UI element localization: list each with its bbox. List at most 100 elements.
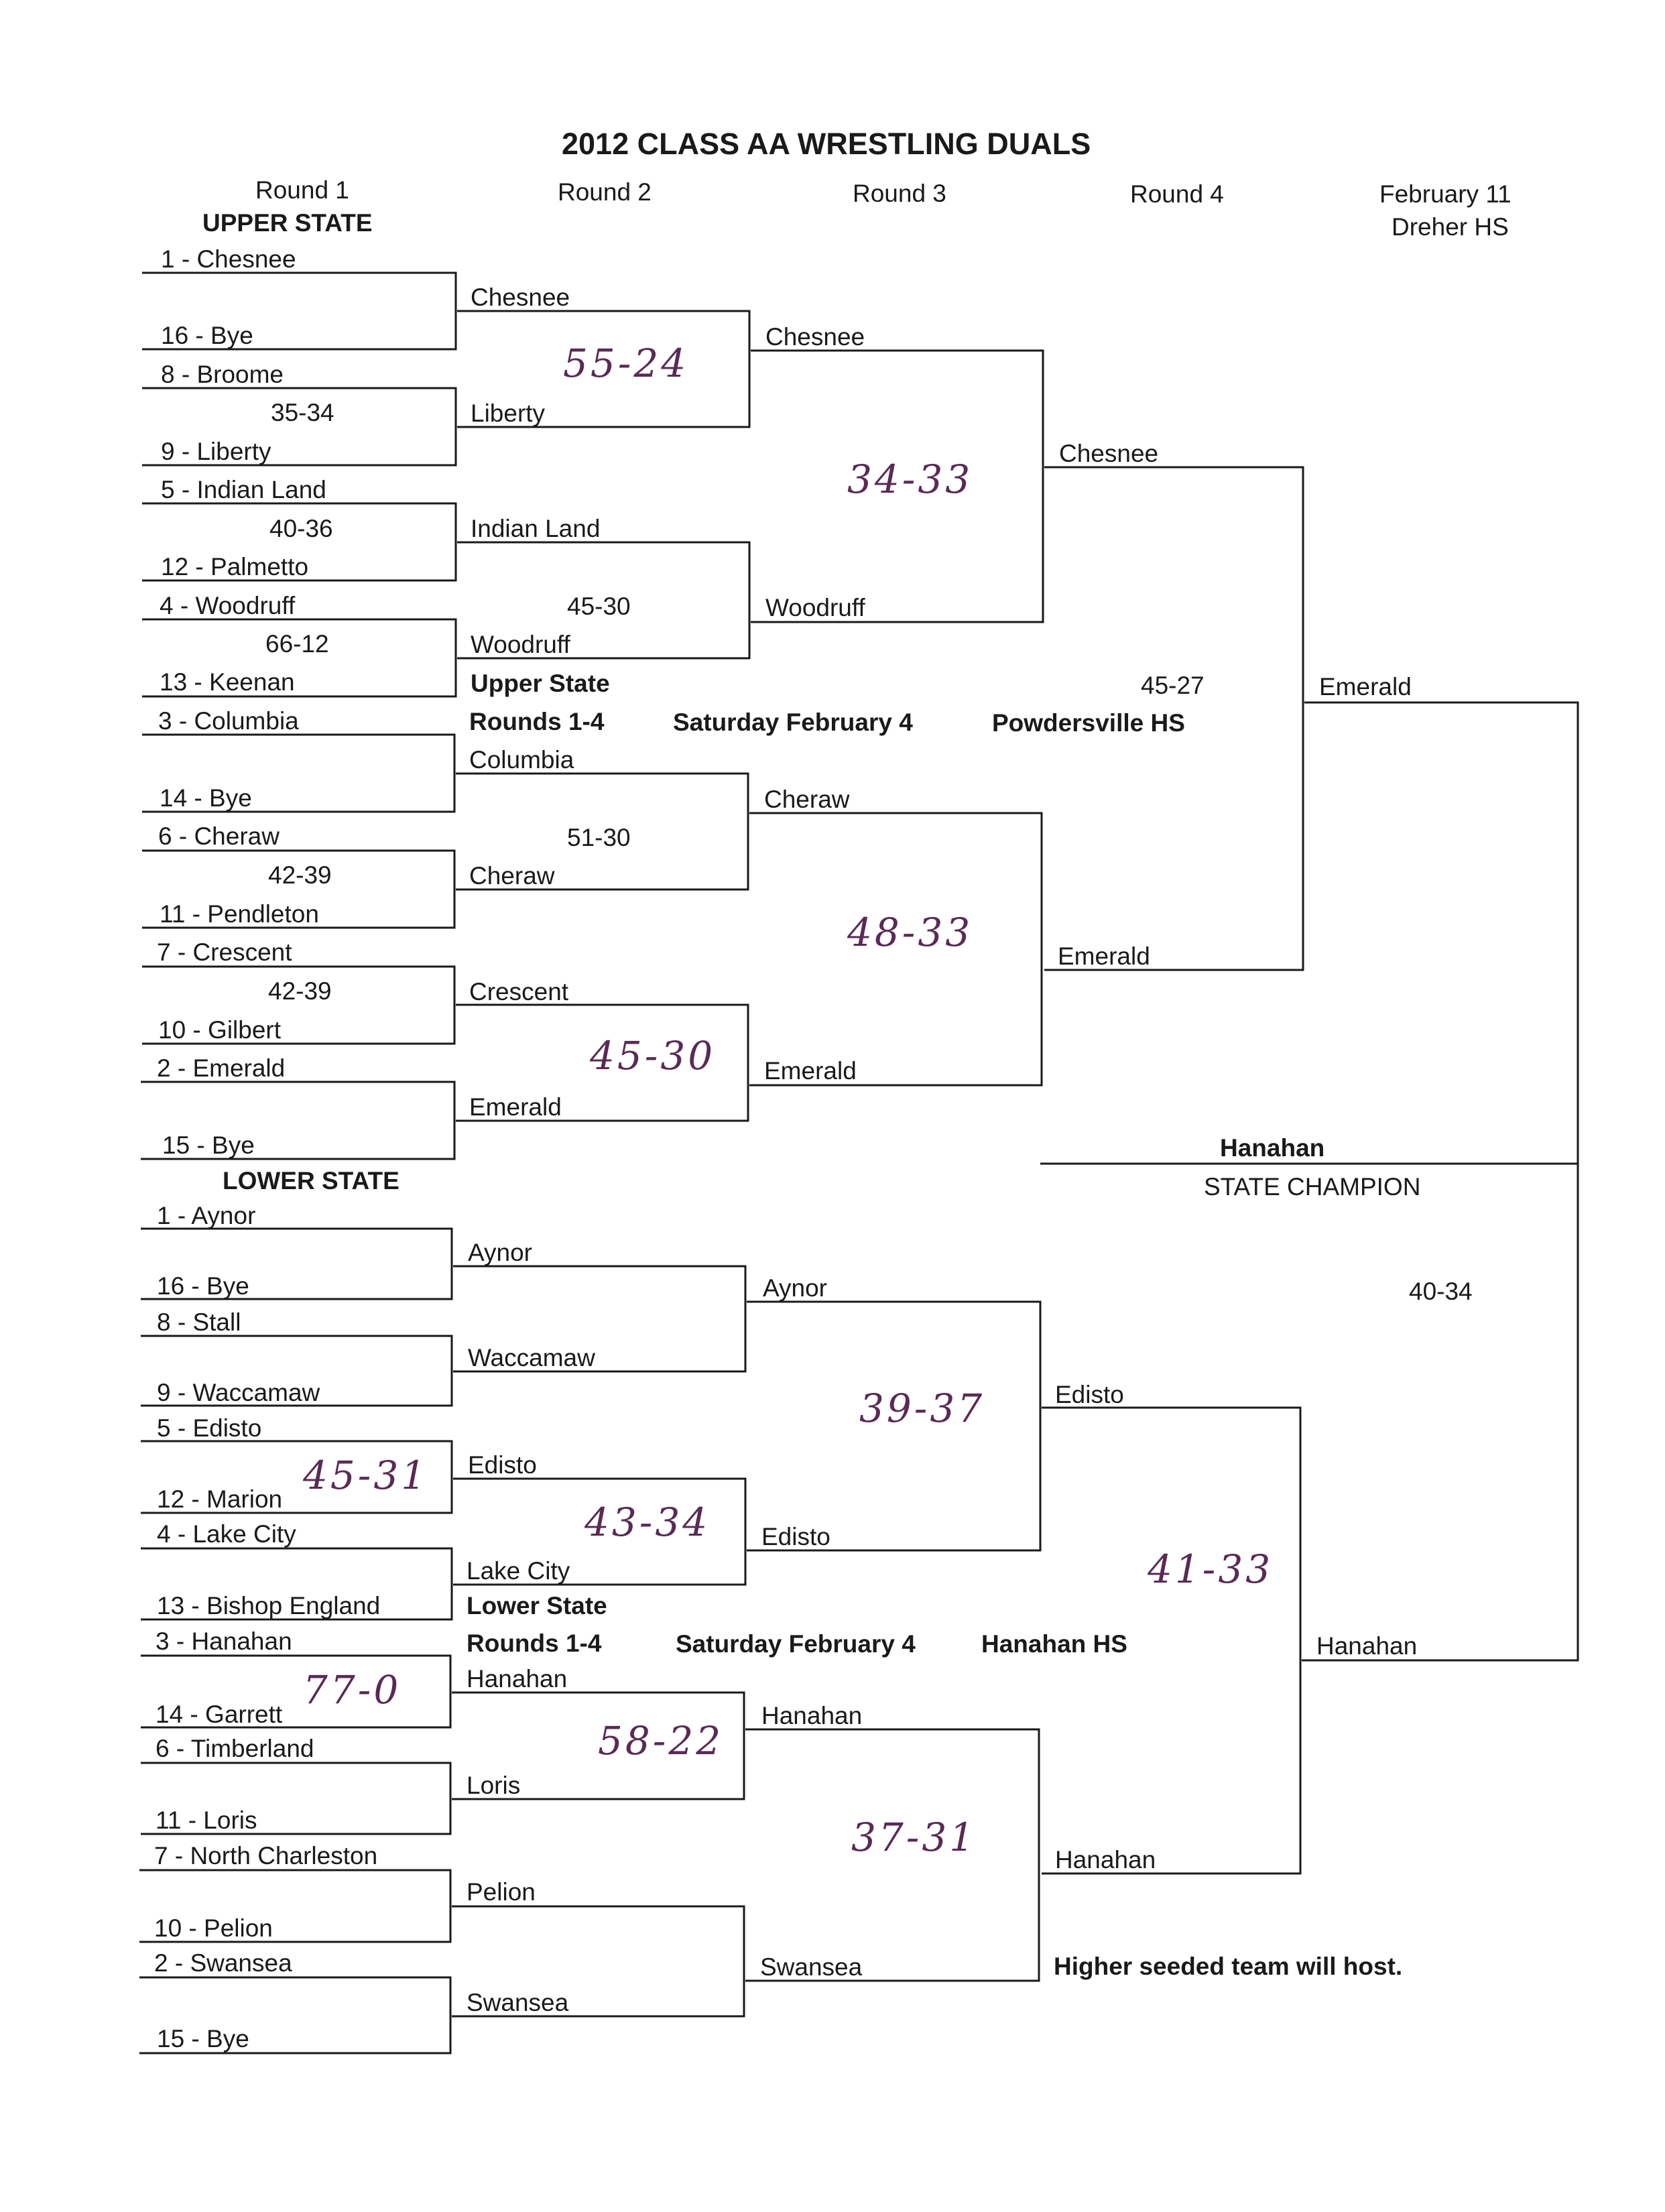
lower-r2-team: Swansea	[467, 1989, 569, 2016]
lower-r1-team: 5 - Edisto	[157, 1414, 262, 1442]
lower-r1-team: 11 - Loris	[156, 1806, 257, 1834]
upper-r1-team: 2 - Emerald	[157, 1054, 286, 1082]
upper-r1-team: 11 - Pendleton	[160, 900, 319, 928]
bracket-connector	[141, 1654, 452, 1729]
lower-r2-team: Loris	[467, 1772, 521, 1799]
lower-state-label: LOWER STATE	[223, 1167, 399, 1194]
bracket-connector	[452, 1691, 745, 1800]
upper-r2-team: Emerald	[469, 1093, 562, 1121]
bracket-connector	[142, 502, 457, 582]
lower-r1-team: 4 - Lake City	[157, 1520, 296, 1548]
upper-r1-team: 13 - Keenan	[160, 668, 295, 696]
bracket-connector	[457, 541, 751, 660]
bracket-connector	[745, 1728, 1040, 1982]
lower-r2-team: Pelion	[467, 1878, 536, 1906]
lower-r1-team: 9 - Waccamaw	[157, 1379, 320, 1406]
upper-r1-team: 15 - Bye	[162, 1131, 255, 1159]
upper-r1-team: 4 - Woodruff	[160, 592, 296, 619]
lower-r1-handwritten-score: 45-31	[303, 1453, 429, 1498]
lower-r3-team: Edisto	[761, 1523, 830, 1550]
upper-r2-team: Crescent	[469, 978, 569, 1005]
bracket-connector	[141, 1335, 453, 1407]
lower-info-date: Saturday February 4	[676, 1630, 916, 1658]
upper-r4-team: Emerald	[1058, 942, 1150, 970]
champion-label: STATE CHAMPION	[1204, 1173, 1421, 1201]
bracket-connector	[142, 849, 456, 929]
upper-r1-score: 35-34	[271, 399, 334, 426]
upper-r1-team: 6 - Cheraw	[158, 822, 280, 850]
lower-info-region: Lower State	[467, 1592, 607, 1619]
bracket-connector	[749, 812, 1043, 1087]
upper-r1-score: 66-12	[265, 630, 329, 658]
lower-r1-team: 15 - Bye	[157, 2025, 249, 2052]
upper-r3-team: Cheraw	[764, 786, 850, 813]
upper-info-rounds: Rounds 1-4	[469, 708, 605, 735]
bracket-connector	[142, 618, 457, 698]
upper-r2-handwritten-score: 55-24	[563, 341, 689, 386]
upper-r1-team: 12 - Palmetto	[161, 553, 309, 580]
bracket-connector	[457, 310, 751, 428]
lower-r3-handwritten-score: 37-31	[851, 1815, 977, 1860]
bracket-connector	[1044, 466, 1304, 971]
bracket-connector	[456, 1003, 749, 1122]
upper-r3-handwritten-score: 48-33	[847, 910, 973, 955]
lower-r1-team: 13 - Bishop England	[157, 1592, 381, 1619]
upper-r2-team: Indian Land	[471, 515, 601, 542]
bracket-connector	[142, 387, 457, 467]
lower-r2-handwritten-score: 43-34	[584, 1499, 711, 1545]
round-2-header: Round 2	[558, 178, 652, 206]
round-1-header: Round 1	[255, 176, 349, 204]
upper-r4-team: Chesnee	[1059, 440, 1159, 467]
bracket-connector	[142, 271, 457, 351]
bracket-connector	[456, 772, 749, 891]
bracket-connector	[452, 1905, 745, 2018]
lower-r3-team: Hanahan	[761, 1702, 863, 1729]
upper-info-region: Upper State	[471, 670, 610, 697]
lower-r2-handwritten-score: 58-22	[598, 1718, 724, 1764]
upper-r1-score: 42-39	[268, 861, 332, 889]
upper-r1-team: 10 - Gilbert	[158, 1016, 282, 1044]
lower-r1-team: 12 - Marion	[157, 1485, 283, 1513]
upper-r3-handwritten-score: 34-33	[847, 456, 973, 502]
upper-r1-team: 9 - Liberty	[161, 438, 271, 465]
lower-r4-team: Hanahan	[1055, 1846, 1156, 1873]
bracket-connector	[141, 1081, 456, 1160]
lower-r1-team: 14 - Garrett	[156, 1701, 283, 1728]
lower-finalist: Hanahan	[1316, 1632, 1418, 1660]
upper-r1-team: 3 - Columbia	[158, 707, 299, 735]
upper-r2-team: Columbia	[469, 746, 574, 774]
bracket-connector	[453, 1265, 747, 1373]
champion-name: Hanahan	[1220, 1134, 1325, 1162]
upper-r4-score: 45-27	[1141, 672, 1205, 699]
upper-r1-score: 42-39	[268, 977, 332, 1005]
upper-r1-team: 14 - Bye	[160, 784, 252, 812]
lower-r2-team: Hanahan	[467, 1665, 568, 1693]
upper-state-label: UPPER STATE	[202, 209, 373, 237]
bracket-connector	[141, 1762, 452, 1835]
bracket-connector	[1302, 701, 1579, 1662]
upper-r3-team: Emerald	[764, 1057, 857, 1085]
lower-r3-handwritten-score: 39-37	[859, 1386, 985, 1431]
upper-r2-team: Liberty	[471, 400, 546, 427]
lower-r2-team: Aynor	[468, 1239, 532, 1266]
bracket-connector	[141, 1227, 453, 1300]
round-4-header: Round 4	[1130, 180, 1224, 208]
upper-r1-team: 7 - Crescent	[157, 938, 292, 966]
lower-r4-team: Edisto	[1055, 1381, 1124, 1408]
bracket-connector	[453, 1477, 747, 1586]
bracket-connector	[747, 1300, 1042, 1552]
upper-r3-team: Woodruff	[765, 594, 865, 621]
bracket-connector	[1042, 1406, 1302, 1875]
final-site: Dreher HS	[1392, 213, 1509, 241]
bracket-connector	[141, 1547, 453, 1621]
lower-info-site: Hanahan HS	[981, 1630, 1127, 1658]
lower-r1-team: 6 - Timberland	[156, 1735, 314, 1762]
upper-info-date: Saturday February 4	[673, 709, 913, 736]
lower-r1-team: 7 - North Charleston	[154, 1842, 378, 1869]
lower-r2-team: Lake City	[467, 1557, 570, 1585]
bracket-connector	[142, 733, 456, 813]
lower-r1-team: 16 - Bye	[157, 1272, 249, 1300]
upper-r2-team: Cheraw	[469, 862, 555, 889]
bracket-connector	[141, 1440, 453, 1514]
